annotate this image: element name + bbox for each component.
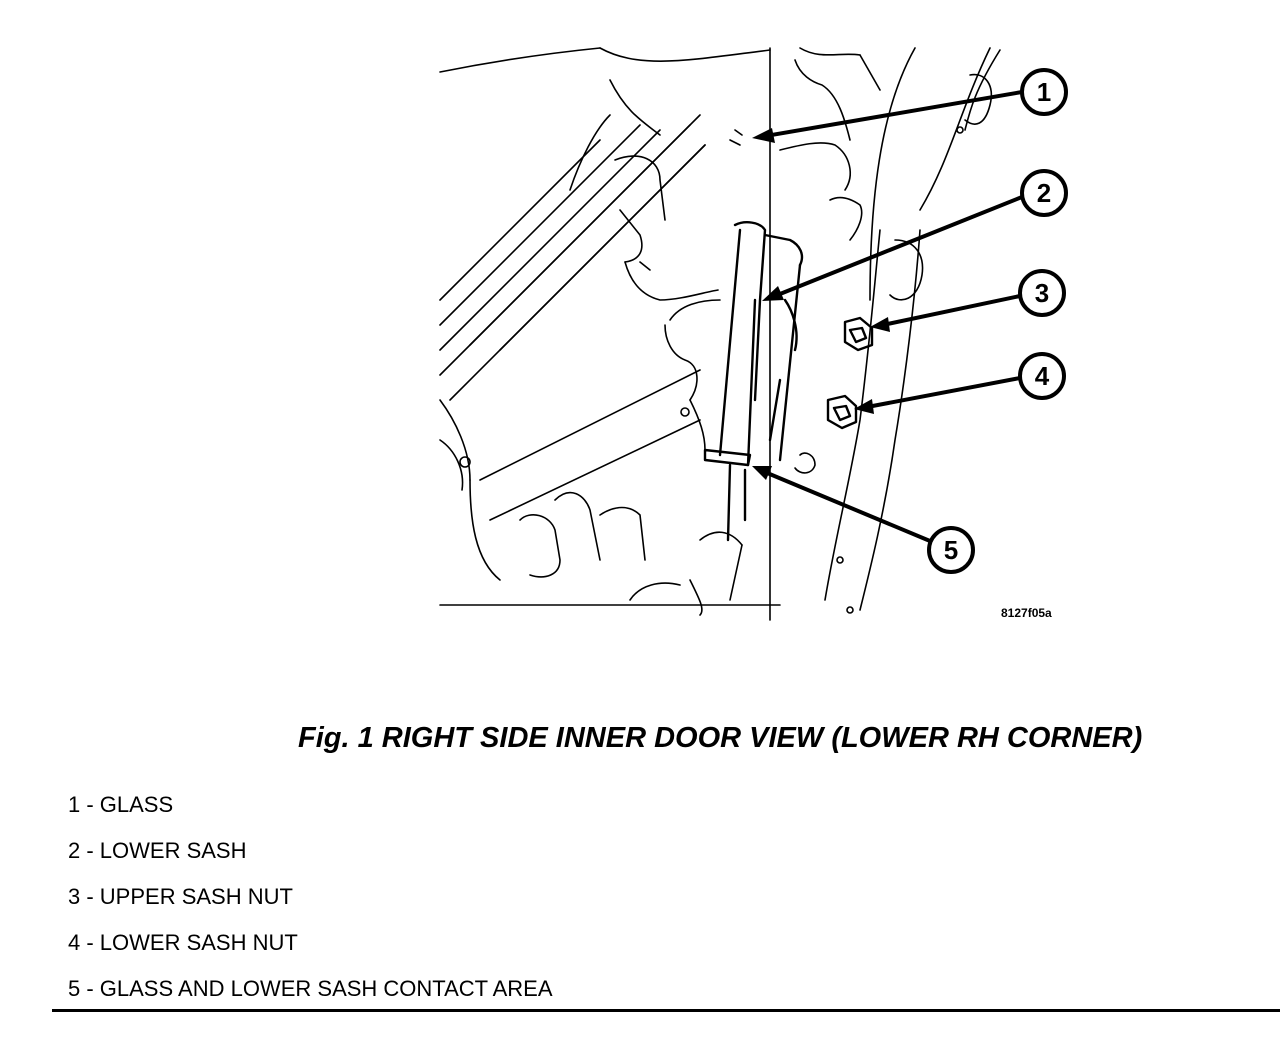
upper-sash-nut [843,316,874,352]
callout-4: 4 [1018,352,1066,400]
callout-5: 5 [927,526,975,574]
callout-1: 1 [1020,68,1068,116]
legend-item: 4 - LOWER SASH NUT [68,930,298,955]
legend-item: 5 - GLASS AND LOWER SASH CONTACT AREA [68,976,553,1001]
leader-lines [752,90,1023,543]
legend-item: 1 - GLASS [68,792,174,817]
callout-5-number: 5 [944,535,958,565]
callout-4-number: 4 [1035,361,1050,391]
callout-3: 3 [1018,269,1066,317]
door-diagram: 1 2 3 4 5 8127f05a [439,47,1068,621]
bottom-divider [52,1009,1280,1012]
legend-item: 2 - LOWER SASH [68,838,247,863]
door-frame-upper [439,47,1001,621]
figure-id-label: 8127f05a [1001,606,1052,620]
door-lower-structure [439,369,781,616]
legend-list: 1 - GLASS 2 - LOWER SASH 3 - UPPER SASH … [68,790,553,1020]
callout-3-number: 3 [1035,278,1049,308]
figure-caption: Fig. 1 RIGHT SIDE INNER DOOR VIEW (LOWER… [298,722,1143,754]
legend-item: 3 - UPPER SASH NUT [68,884,293,909]
lower-sash-nut [826,394,858,430]
door-inner-panel [614,59,863,451]
door-pillar-right [794,73,992,614]
callout-2-number: 2 [1037,178,1051,208]
callout-2: 2 [1020,169,1068,217]
glass-hatching [439,114,706,401]
callout-1-number: 1 [1037,77,1051,107]
lower-sash-channel [703,221,804,542]
